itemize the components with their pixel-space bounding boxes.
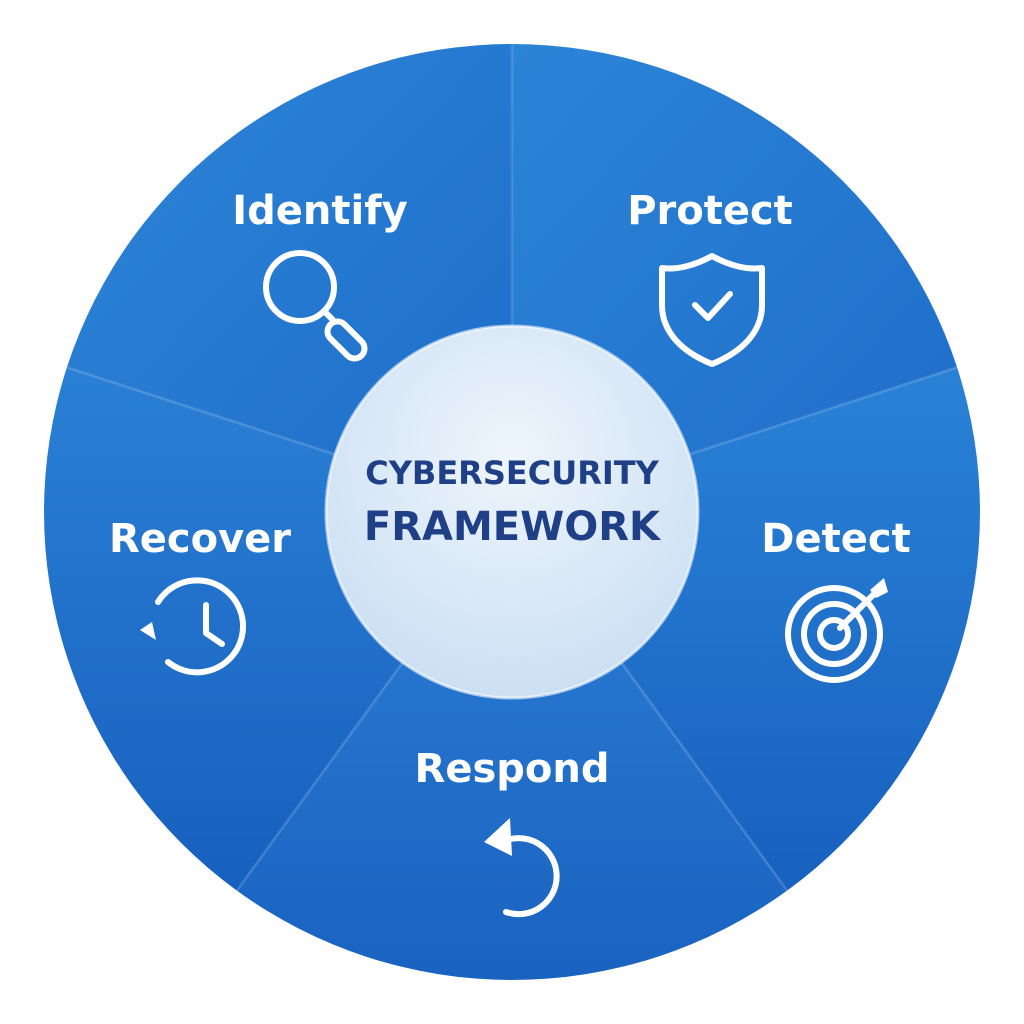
target-arrow-icon <box>785 578 888 683</box>
segment-label-protect: Protect <box>627 188 793 234</box>
segment-label-respond: Respond <box>415 746 610 792</box>
segment-respond <box>236 512 788 980</box>
segment-label-recover: Recover <box>109 516 291 562</box>
center-title-line1: CYBERSECURITY <box>365 454 659 492</box>
center-hub <box>326 326 698 698</box>
clock-history-icon <box>140 577 246 676</box>
shield-check-icon <box>659 253 765 367</box>
undo-arrow-icon <box>484 818 560 918</box>
center-title-line2: FRAMEWORK <box>364 504 662 550</box>
segment-label-detect: Detect <box>761 516 910 562</box>
segment-label-identify: Identify <box>232 188 407 234</box>
magnifying-glass-icon <box>263 250 368 362</box>
